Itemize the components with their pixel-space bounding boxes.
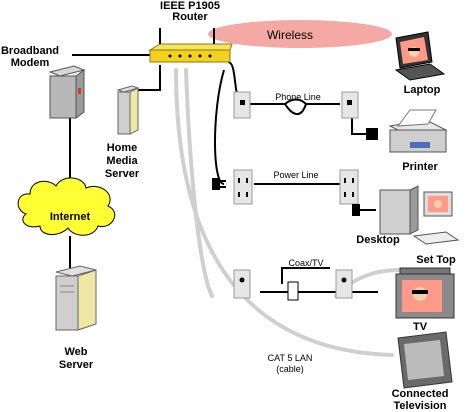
media-server-icon <box>116 85 140 135</box>
web-server-label-2: Server <box>59 359 94 371</box>
phone-outlet-left <box>233 91 251 119</box>
labels: IEEE P1905 Router Wireless Broadband Mod… <box>1 0 456 412</box>
server-icon <box>55 265 97 331</box>
desktop-label: Desktop <box>356 234 400 246</box>
router-label-2: Router <box>172 11 208 23</box>
modem-label-1: Broadband <box>1 45 59 57</box>
web-server-label-1: Web <box>64 346 87 358</box>
router-label-1: IEEE P1905 <box>160 0 220 12</box>
cat5-label-1: CAT 5 LAN <box>268 353 313 363</box>
power-plug-right <box>352 204 360 216</box>
lan-cables <box>174 68 404 357</box>
modem-icon <box>48 65 86 119</box>
connected-tv-icon <box>397 331 453 389</box>
media-server-label-1: Home <box>107 142 138 154</box>
phone-line-label: Phone Line <box>275 92 321 102</box>
cloud-icon <box>17 177 116 236</box>
connected-tv-label-2: Television <box>394 400 447 412</box>
desktop-icon <box>379 185 460 245</box>
printer-label: Printer <box>402 161 438 173</box>
internet-label: Internet <box>50 211 91 223</box>
laptop-label: Laptop <box>404 84 441 96</box>
tv-icon <box>395 267 455 319</box>
power-line-label: Power Line <box>273 170 318 180</box>
power-plug-left <box>212 178 226 190</box>
modem-label-2: Modem <box>11 57 50 69</box>
connected-tv-label-1: Connected <box>392 388 449 400</box>
cables <box>69 54 378 293</box>
phone-outlet-right <box>341 91 359 119</box>
printer-icon <box>366 109 448 153</box>
power-outlet-left <box>233 169 253 205</box>
coax-label: Coax/TV <box>288 258 323 268</box>
media-server-label-2: Media <box>106 155 138 167</box>
coax-outlet-left <box>233 269 251 299</box>
laptop-icon <box>394 31 446 81</box>
router-icon <box>148 28 233 63</box>
coax-outlet-right <box>335 269 353 299</box>
cat5-label-2: (cable) <box>276 364 304 374</box>
coax-splitter <box>287 281 299 301</box>
tv-label: TV <box>413 321 428 333</box>
wireless-signal <box>208 20 392 48</box>
media-server-label-3: Server <box>105 168 140 180</box>
set-top-label: Set Top <box>416 254 456 266</box>
power-outlet-right <box>339 169 359 205</box>
wireless-label: Wireless <box>267 28 313 42</box>
